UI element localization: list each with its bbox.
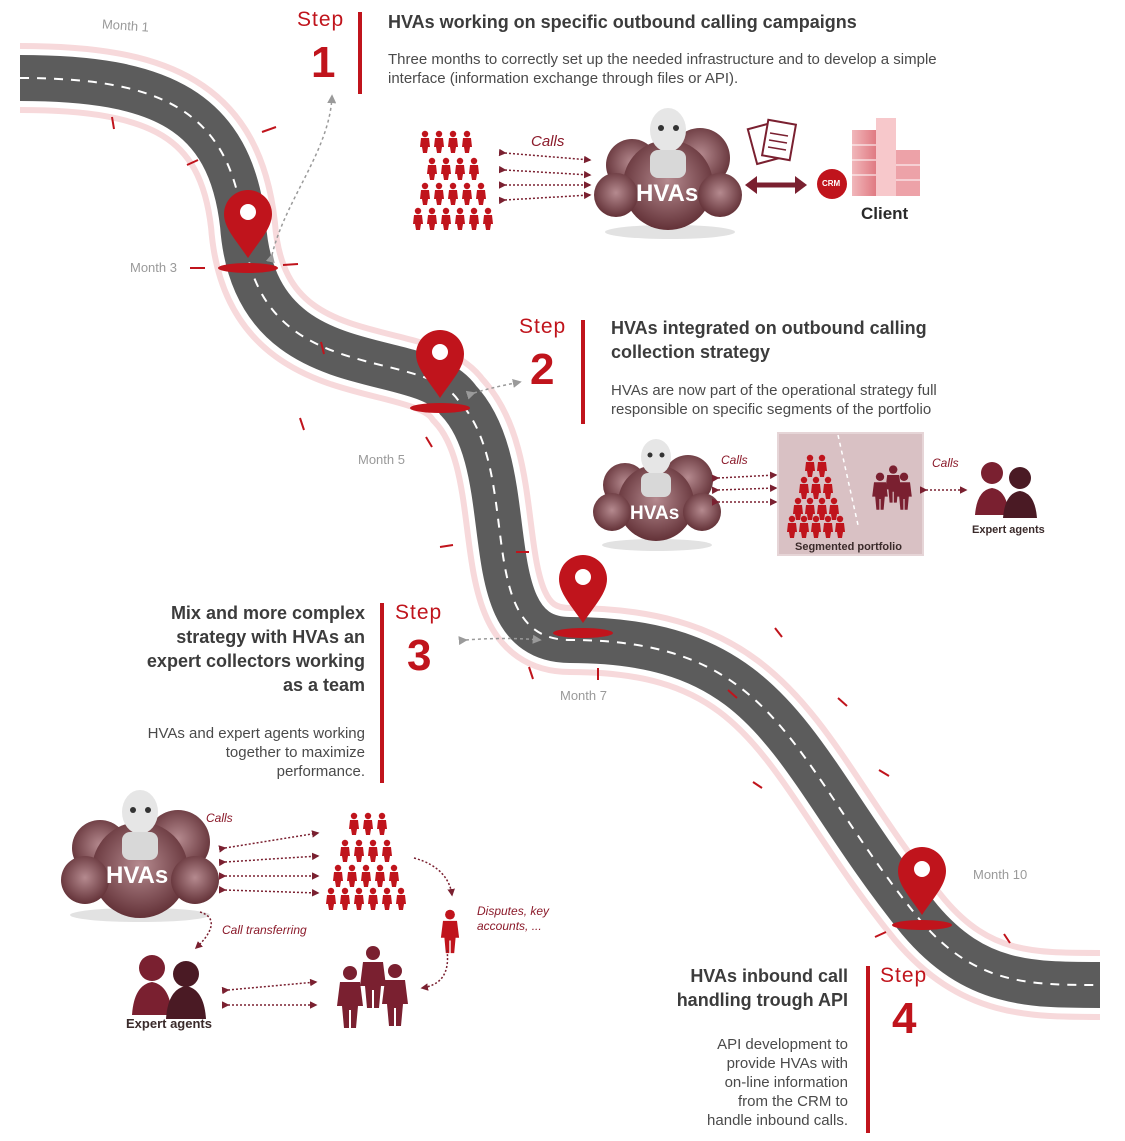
step-2-description: HVAs are now part of the operational str… — [611, 381, 937, 419]
exchange-arrow — [745, 176, 807, 194]
hvas-cloud-3 — [61, 790, 219, 922]
pin-step-2 — [410, 330, 470, 413]
crm-badge — [817, 169, 847, 199]
step-2-title-line: HVAs integrated on outbound calling — [611, 318, 927, 338]
d3-expert-label: Expert agents — [126, 1016, 212, 1031]
step-4-desc-line: API development to — [717, 1036, 848, 1053]
expert-agents-icon-2 — [975, 462, 1037, 518]
d3-disputes-line: accounts, ... — [477, 919, 542, 933]
pin-step-4 — [892, 847, 952, 930]
d2-segmented-label: Segmented portfolio — [795, 541, 902, 553]
step-1-word: Step — [297, 8, 345, 31]
d3-calls-label: Calls — [206, 811, 233, 825]
step-4-number: 4 — [892, 994, 917, 1043]
step-3-desc-line: HVAs and expert agents working — [147, 725, 365, 742]
step-3-number: 3 — [407, 631, 432, 680]
month-label-3: Month 3 — [130, 260, 177, 275]
month-label-7: Month 7 — [560, 688, 607, 703]
step-4-title-line: HVAs inbound call — [690, 966, 848, 986]
step-2-title-line: collection strategy — [611, 342, 771, 362]
step-4-desc-line: provide HVAs with — [726, 1055, 848, 1072]
documents-icon — [746, 118, 798, 166]
step-3-bar — [380, 603, 384, 783]
step-3-description: HVAs and expert agents working together … — [95, 724, 365, 781]
step-1-title: HVAs working on specific outbound callin… — [388, 12, 857, 32]
step-2-bar — [581, 320, 585, 424]
pin-step-3 — [553, 555, 613, 638]
call-arrows-1 — [498, 148, 592, 205]
hvas-cloud-2 — [593, 439, 721, 551]
step-4-title-line: handling trough API — [676, 990, 848, 1010]
call-arrows-3b — [221, 978, 318, 1009]
step-2-title: HVAs integrated on outbound calling coll… — [611, 316, 927, 364]
single-person-icon — [440, 909, 460, 954]
step-1-number: 1 — [311, 38, 336, 87]
step-4-word: Step — [880, 964, 928, 987]
month-label-10: Month 10 — [973, 867, 1028, 882]
expert-agents-icon-3 — [132, 955, 206, 1019]
step-2-desc-line: HVAs are now part of the operational str… — [611, 382, 937, 399]
month-label-1: Month 1 — [101, 16, 150, 35]
people-crowd-3 — [326, 812, 406, 910]
step-2-number: 2 — [530, 345, 555, 394]
step-4-bar — [866, 966, 870, 1133]
d1-hvas-label: HVAs — [636, 180, 699, 207]
step-3-word: Step — [395, 601, 443, 624]
call-arrows-3 — [218, 830, 320, 897]
d3-disputes-line: Disputes, key — [477, 904, 550, 918]
step-connectors — [265, 94, 542, 646]
diagram-step-2 — [593, 432, 1037, 556]
month-label-5: Month 5 — [358, 452, 405, 467]
d1-crm-label: CRM — [822, 179, 841, 188]
step-3-desc-line: performance. — [276, 763, 365, 780]
diagram-step-3 — [61, 790, 460, 1028]
people-crowd-1 — [413, 130, 493, 230]
step-3-title-line: Mix and more complex — [170, 603, 365, 623]
d1-client-label: Client — [861, 204, 909, 223]
step-2-word: Step — [519, 315, 567, 338]
d3-transfer-label: Call transferring — [222, 923, 307, 937]
d2-hvas-label: HVAs — [630, 503, 680, 524]
d2-calls-right-label: Calls — [932, 456, 959, 470]
team-icon-3 — [337, 946, 408, 1028]
step-1-bar — [358, 12, 362, 94]
d3-hvas-label: HVAs — [106, 862, 169, 889]
diagram-step-1 — [413, 108, 920, 239]
step-3-title: Mix and more complex strategy with HVAs … — [95, 601, 365, 697]
hvas-cloud-1 — [594, 108, 742, 239]
pin-step-1 — [218, 190, 278, 273]
client-building-icon — [852, 118, 920, 196]
step-3-title-line: strategy with HVAs an — [176, 627, 365, 647]
d1-calls-label: Calls — [531, 133, 565, 150]
step-1-description: Three months to correctly set up the nee… — [388, 51, 937, 87]
step-3-desc-line: together to maximize — [225, 744, 365, 761]
call-arrows-2 — [711, 471, 778, 506]
step-4-desc-line: on-line information — [724, 1074, 848, 1091]
d2-calls-left-label: Calls — [721, 453, 748, 467]
step-4-description: API development to provide HVAs with on-… — [640, 1035, 848, 1130]
d3-disputes-label: Disputes, key accounts, ... — [477, 904, 549, 934]
step-4-desc-line: handle inbound calls. — [707, 1112, 848, 1129]
step-4-title: HVAs inbound call handling trough API — [600, 964, 848, 1012]
d2-expert-label: Expert agents — [972, 524, 1045, 536]
step-3-title-line: as a team — [282, 675, 365, 695]
step-4-desc-line: from the CRM to — [737, 1093, 848, 1110]
step-3-title-line: expert collectors working — [146, 651, 365, 671]
step-2-desc-line: responsible on specific segments of the … — [611, 401, 932, 418]
